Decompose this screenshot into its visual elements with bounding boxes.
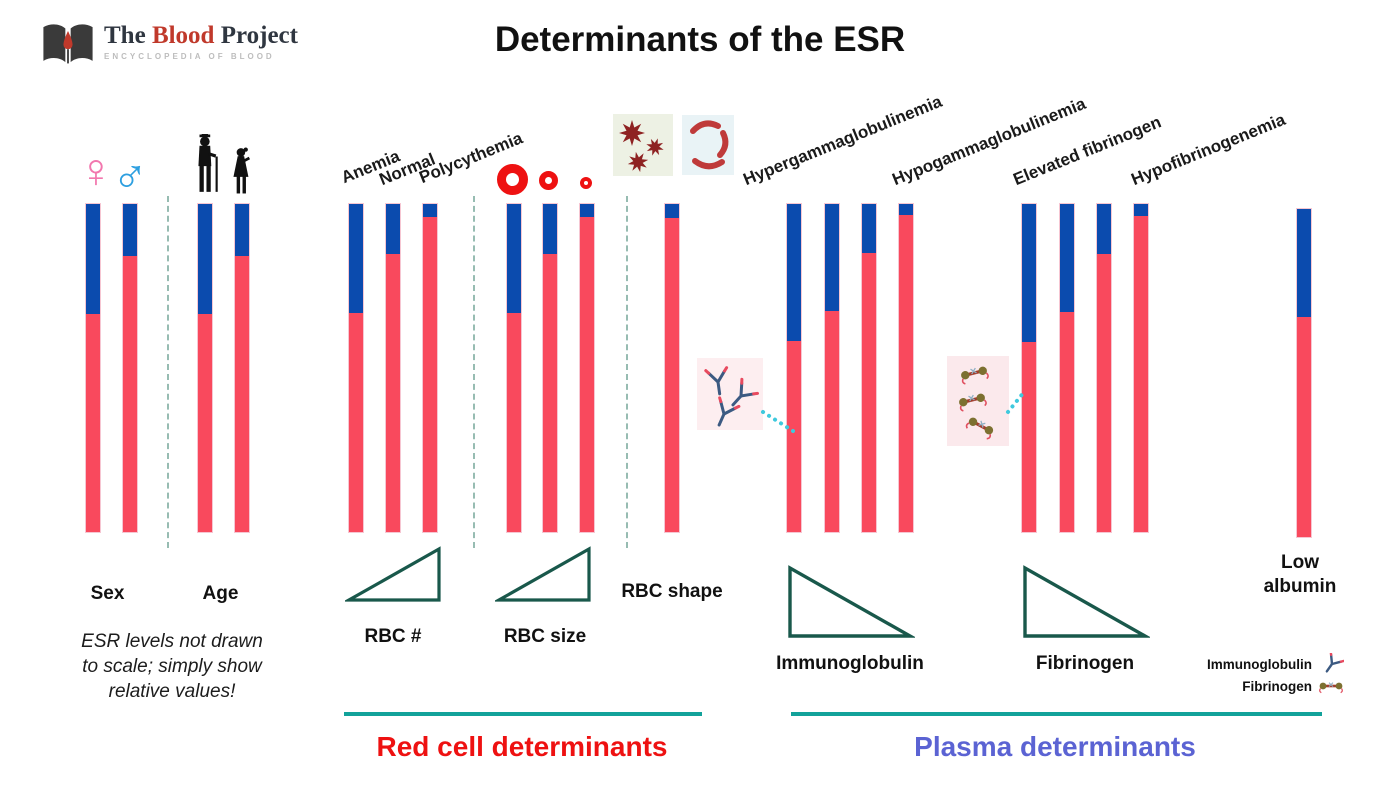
esr-tube-hypogammaglobulinemia bbox=[898, 203, 914, 533]
esr-tube-sex-female bbox=[85, 203, 101, 533]
esr-tube-hypofibrinogenemia bbox=[1133, 203, 1149, 533]
esr-tube-age-elderly-right bbox=[234, 203, 250, 533]
label-age: Age bbox=[202, 583, 239, 604]
low-albumin-line1: Low bbox=[1281, 552, 1319, 573]
label-low-albumin: Low albumin bbox=[1245, 551, 1355, 599]
esr-tube-red-column bbox=[423, 217, 437, 532]
group-divider bbox=[473, 196, 475, 548]
esr-tube-immunoglobulin-mid-low bbox=[861, 203, 877, 533]
elderly-woman-icon bbox=[233, 147, 251, 194]
esr-tube-macrocytosis bbox=[506, 203, 522, 533]
scale-disclaimer-note: ESR levels not drawn to scale; simply sh… bbox=[62, 629, 282, 704]
esr-tube-red-column bbox=[1297, 317, 1311, 537]
esr-tube-normal bbox=[385, 203, 401, 533]
label-immunoglobulin: Immunoglobulin bbox=[776, 653, 924, 674]
microcyte-circle-icon bbox=[580, 177, 592, 189]
esr-tube-red-column bbox=[862, 253, 876, 532]
legend-fibrinogen-label: Fibrinogen bbox=[1242, 679, 1312, 694]
esr-tube-red-column bbox=[86, 314, 100, 532]
esr-tube-age-elderly-left bbox=[197, 203, 213, 533]
esr-tube-red-column bbox=[1060, 312, 1074, 532]
esr-tube-red-column bbox=[507, 313, 521, 532]
esr-tube-red-column bbox=[899, 215, 913, 532]
note-line2: to scale; simply show bbox=[82, 656, 262, 677]
esr-tube-red-column bbox=[665, 218, 679, 532]
esr-tube-red-column bbox=[123, 256, 137, 532]
esr-tube-red-column bbox=[1134, 216, 1148, 532]
female-icon: ♀ bbox=[78, 145, 114, 198]
legend-immunoglobulin-label: Immunoglobulin bbox=[1207, 657, 1312, 672]
label-rbc-size: RBC size bbox=[503, 626, 587, 647]
rbc-number-increase-triangle bbox=[345, 546, 441, 602]
acanthocyte-cells-image bbox=[613, 114, 673, 176]
esr-tube-microcytosis bbox=[579, 203, 595, 533]
sickle-cells-image bbox=[682, 115, 734, 175]
logo-subtitle: ENCYCLOPEDIA OF BLOOD bbox=[104, 52, 275, 61]
fibrinogen-decrease-triangle bbox=[1023, 565, 1150, 638]
esr-tube-red-column bbox=[235, 256, 249, 532]
male-icon: ♂ bbox=[112, 149, 148, 202]
legend-fibrinogen-icon bbox=[1319, 682, 1343, 694]
esr-tube-red-column bbox=[580, 217, 594, 532]
esr-tube-immunoglobulin-mid-high bbox=[824, 203, 840, 533]
label-fibrinogen: Fibrinogen bbox=[1035, 653, 1135, 674]
section-plasma-determinants: Plasma determinants bbox=[914, 731, 1196, 762]
open-book-blood-drop-icon bbox=[43, 24, 93, 64]
esr-tube-hypergammaglobulinemia bbox=[786, 203, 802, 533]
logo-project: Project bbox=[220, 22, 298, 49]
label-rbc-shape: RBC shape bbox=[621, 581, 723, 602]
immunoglobulin-decrease-triangle bbox=[788, 565, 915, 638]
dotted-arrow-to-hypergamma-tube bbox=[761, 410, 795, 433]
blood-project-logo: The Blood Project ENCYCLOPEDIA OF BLOOD bbox=[42, 22, 298, 66]
esr-tube-normocytosis bbox=[542, 203, 558, 533]
fibrinogen-molecules-image bbox=[947, 356, 1009, 446]
esr-tube-red-column bbox=[543, 254, 557, 532]
group-divider bbox=[626, 196, 628, 548]
macrocyte-circle-icon bbox=[497, 164, 528, 195]
low-albumin-line2: albumin bbox=[1263, 576, 1337, 597]
elderly-man-icon bbox=[198, 134, 218, 192]
label-rbc-number: RBC # bbox=[364, 626, 422, 647]
logo-title: The Blood Project bbox=[104, 22, 298, 50]
logo-text: The Blood Project ENCYCLOPEDIA OF BLOOD bbox=[104, 22, 298, 61]
esr-tube-sex-male bbox=[122, 203, 138, 533]
label-sex: Sex bbox=[90, 583, 125, 604]
normocyte-circle-icon bbox=[539, 171, 558, 190]
esr-tube-fibrinogen-mid-high bbox=[1059, 203, 1075, 533]
esr-tube-fibrinogen-mid-low bbox=[1096, 203, 1112, 533]
note-line1: ESR levels not drawn bbox=[81, 631, 263, 652]
esr-tube-red-column bbox=[1022, 342, 1036, 532]
esr-tube-red-column bbox=[349, 313, 363, 532]
esr-tube-red-column bbox=[198, 314, 212, 532]
red-cell-section-line bbox=[344, 712, 702, 716]
esr-tube-red-column bbox=[787, 341, 801, 532]
dotted-arrow-to-elevated-fibrinogen-tube bbox=[1006, 390, 1026, 414]
esr-tube-red-column bbox=[1097, 254, 1111, 532]
rbc-size-increase-triangle bbox=[495, 546, 591, 602]
immunoglobulin-antibodies-image bbox=[697, 358, 763, 430]
logo-blood: Blood bbox=[151, 22, 215, 49]
plasma-section-line bbox=[791, 712, 1322, 716]
section-red-cell-determinants: Red cell determinants bbox=[376, 731, 668, 762]
legend-immunoglobulin-icon bbox=[1325, 653, 1344, 673]
esr-tube-red-column bbox=[386, 254, 400, 532]
esr-tube-red-column bbox=[825, 311, 839, 532]
esr-tube-low-albumin bbox=[1296, 208, 1312, 538]
esr-tube-anemia bbox=[348, 203, 364, 533]
esr-tube-polycythemia bbox=[422, 203, 438, 533]
note-line3: relative values! bbox=[108, 681, 236, 702]
esr-tube-rbc-shape bbox=[664, 203, 680, 533]
esr-tube-elevated-fibrinogen bbox=[1021, 203, 1037, 533]
page-title: Determinants of the ESR bbox=[494, 20, 906, 59]
logo-the: The bbox=[104, 22, 146, 49]
group-divider bbox=[167, 196, 169, 548]
